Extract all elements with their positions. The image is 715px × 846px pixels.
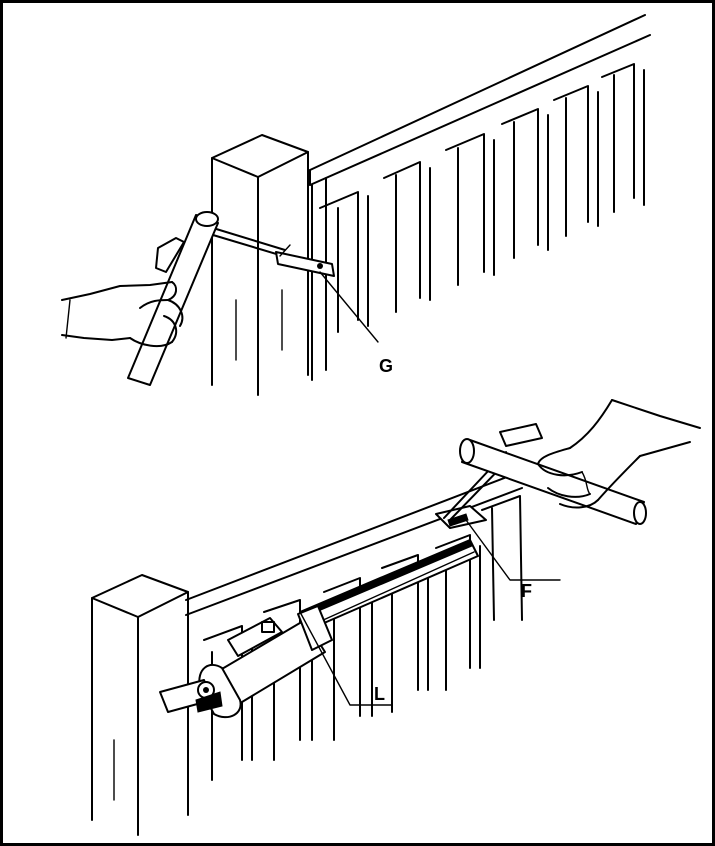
bottom-post (91, 574, 189, 836)
top-gate (309, 14, 651, 381)
label-l: L (374, 684, 385, 704)
bottom-hand (537, 399, 701, 509)
top-gate-slats (319, 63, 645, 333)
bracket-f (435, 451, 513, 529)
top-hammer (127, 211, 219, 386)
actuator-arm (159, 539, 479, 719)
leader-g (319, 271, 379, 343)
label-g: G (379, 356, 393, 376)
bottom-gate-slats (203, 534, 481, 781)
top-hand (61, 281, 184, 348)
top-scene: G (61, 14, 651, 396)
bottom-scene: F L (91, 399, 701, 836)
bracket-g (212, 227, 335, 277)
label-f: F (521, 581, 532, 601)
bottom-gate (185, 471, 523, 781)
leader-f (465, 519, 561, 581)
bottom-hammer (459, 423, 647, 525)
leader-l (299, 611, 393, 706)
